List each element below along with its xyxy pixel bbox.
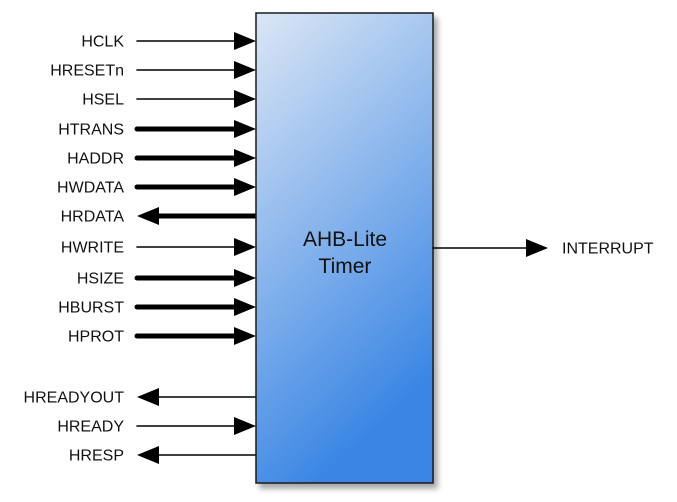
signal-hwdata-arrowhead bbox=[234, 178, 256, 196]
signal-label-hclk: HCLK bbox=[81, 34, 124, 51]
port-hresetn: HRESETn bbox=[50, 61, 256, 80]
signal-label-hrdata: HRDATA bbox=[61, 209, 125, 226]
signal-label-interrupt: INTERRUPT bbox=[562, 241, 654, 258]
timer-block bbox=[255, 12, 434, 484]
signal-hresp-arrowhead bbox=[137, 446, 159, 464]
signal-label-hreadyout: HREADYOUT bbox=[24, 390, 125, 407]
signal-htrans-arrowhead bbox=[234, 120, 256, 138]
signal-hsize-arrowhead bbox=[234, 269, 256, 287]
signal-label-hsize: HSIZE bbox=[77, 271, 124, 288]
signal-hresetn-arrowhead bbox=[234, 61, 256, 79]
signal-label-hready: HREADY bbox=[57, 419, 124, 436]
port-hsize: HSIZE bbox=[77, 269, 256, 288]
signal-hreadyout-arrowhead bbox=[137, 388, 159, 406]
port-hburst: HBURST bbox=[58, 298, 256, 317]
signal-label-hsel: HSEL bbox=[82, 92, 124, 109]
port-hwrite: HWRITE bbox=[61, 238, 256, 257]
port-haddr: HADDR bbox=[67, 149, 256, 168]
signal-hburst-arrowhead bbox=[234, 298, 256, 316]
block-title-line1: AHB-Lite bbox=[303, 228, 387, 251]
block-title-line2: Timer bbox=[319, 255, 372, 278]
port-hsel: HSEL bbox=[82, 90, 256, 109]
signal-hwrite-arrowhead bbox=[234, 238, 256, 256]
signal-label-haddr: HADDR bbox=[67, 151, 124, 168]
port-hclk: HCLK bbox=[81, 32, 256, 51]
signal-hsel-arrowhead bbox=[234, 90, 256, 108]
signal-interrupt-arrowhead bbox=[526, 239, 548, 257]
signal-hrdata-arrowhead bbox=[137, 207, 159, 225]
signal-hprot-arrowhead bbox=[234, 327, 256, 345]
port-hreadyout: HREADYOUT bbox=[24, 388, 257, 407]
signal-hready-arrowhead bbox=[234, 417, 256, 435]
signal-label-hwrite: HWRITE bbox=[61, 240, 124, 257]
signal-label-hburst: HBURST bbox=[58, 300, 124, 317]
signal-label-htrans: HTRANS bbox=[58, 122, 124, 139]
signal-label-hresetn: HRESETn bbox=[50, 63, 124, 80]
signal-haddr-arrowhead bbox=[234, 149, 256, 167]
port-htrans: HTRANS bbox=[58, 120, 256, 139]
signal-label-hresp: HRESP bbox=[69, 448, 124, 465]
signal-hclk-arrowhead bbox=[234, 32, 256, 50]
signal-label-hwdata: HWDATA bbox=[57, 180, 124, 197]
port-hrdata: HRDATA bbox=[61, 207, 259, 226]
port-hready: HREADY bbox=[57, 417, 256, 436]
port-hprot: HPROT bbox=[68, 327, 256, 346]
signal-label-hprot: HPROT bbox=[68, 329, 124, 346]
port-hresp: HRESP bbox=[69, 446, 257, 465]
port-hwdata: HWDATA bbox=[57, 178, 256, 197]
output-port-interrupt: INTERRUPT bbox=[432, 239, 654, 258]
